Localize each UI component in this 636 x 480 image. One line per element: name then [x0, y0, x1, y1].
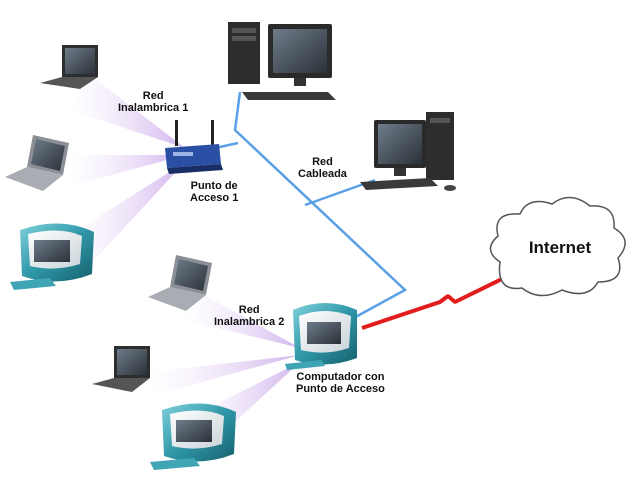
label-line: Acceso 1: [190, 192, 239, 204]
label-line: Red: [142, 90, 164, 102]
desktop-pc-icon: [360, 112, 456, 191]
label-line: Punto de Acceso: [296, 383, 385, 395]
imac-icon: [285, 303, 357, 370]
cloud-icon: [489, 196, 626, 297]
label-red-inalambrica-2: Red Inalambrica 2: [214, 304, 284, 328]
label-line: Inalambrica 2: [214, 316, 285, 328]
label-internet: Internet: [528, 238, 592, 257]
imac-icon: [10, 223, 94, 290]
label-line: Punto de: [190, 180, 238, 192]
label-computador-punto-acceso: Computador con Punto de Acceso: [296, 371, 385, 395]
label-red-cableada: Red Cableada: [298, 156, 347, 180]
label-red-inalambrica-1: Red Inalambrica 1: [118, 90, 188, 114]
desktop-pc-icon: [228, 22, 336, 100]
label-line: Inalambrica 1: [118, 102, 189, 114]
label-line: Computador con: [296, 371, 385, 383]
internet-link: [361, 273, 511, 330]
laptop-icon: [148, 255, 212, 311]
laptop-icon: [5, 135, 69, 191]
laptop-icon: [92, 346, 150, 392]
label-line: Red: [238, 304, 260, 316]
imac-icon: [150, 403, 236, 470]
label-line: Red: [312, 156, 333, 168]
laptop-icon: [40, 45, 98, 89]
label-punto-acceso-1: Punto de Acceso 1: [190, 180, 238, 204]
label-line: Cableada: [298, 168, 347, 180]
wireless-beams-1: [70, 75, 185, 265]
router-icon: [165, 120, 223, 174]
